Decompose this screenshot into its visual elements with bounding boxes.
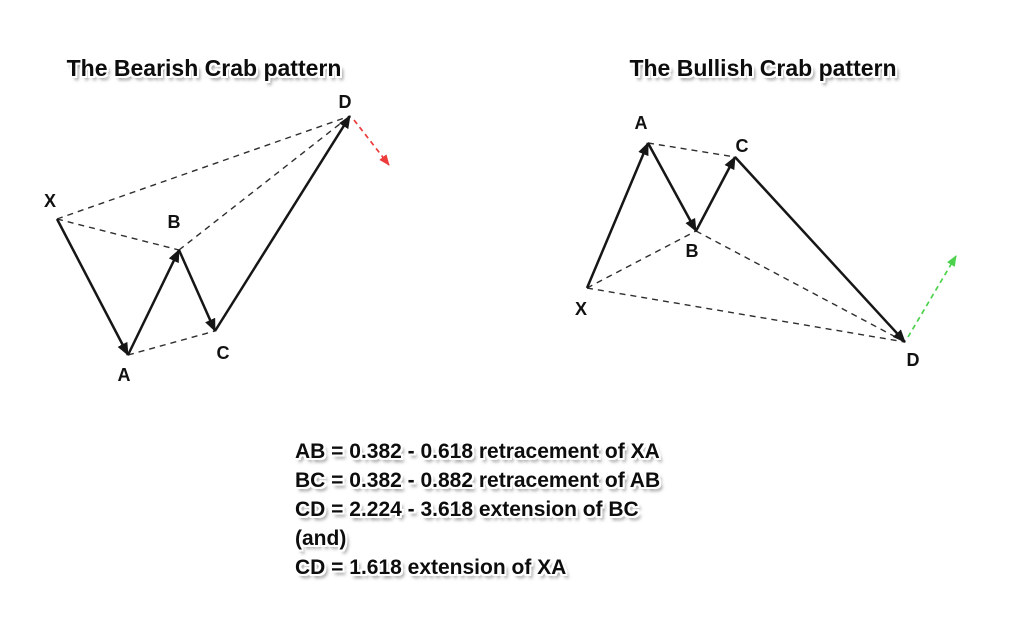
bearish-point-label-D: D xyxy=(338,92,352,112)
bullish-dashed-line-AC xyxy=(647,142,736,158)
bullish-point-label-C: C xyxy=(735,136,749,156)
bearish-crab-title: The Bearish Crab pattern xyxy=(66,55,342,81)
ratio-line-cd-xa: CD = 1.618 extension of XA xyxy=(295,556,567,579)
ratio-line-ab: AB = 0.382 - 0.618 retracement of XA xyxy=(295,440,660,463)
bullish-point-label-D: D xyxy=(906,350,920,370)
bullish-leg-BC xyxy=(694,156,737,232)
bearish-dashed-line-BD xyxy=(178,115,351,251)
ratio-line-cd-bc: CD = 2.224 - 3.618 extension of BC xyxy=(295,498,639,521)
bullish-point-label-A: A xyxy=(634,113,648,133)
ratio-line-bc: BC = 0.382 - 0.882 retracement of AB xyxy=(295,469,661,492)
bearish-leg-XA xyxy=(55,218,130,356)
bearish-leg-CD xyxy=(213,115,352,332)
bearish-dashed-line-XD xyxy=(56,115,351,220)
fibonacci-ratio-rules: AB = 0.382 - 0.618 retracement of XA BC … xyxy=(295,437,660,582)
bullish-point-label-B: B xyxy=(685,241,699,261)
bearish-dashed-line-AC xyxy=(127,330,216,356)
bearish-continuation-arrow xyxy=(353,119,390,166)
bullish-dashed-line-XB xyxy=(586,230,697,289)
bearish-dashed-line-XB xyxy=(56,218,180,251)
bearish-point-label-X: X xyxy=(43,191,57,211)
bullish-leg-XA xyxy=(585,142,650,289)
bullish-crab-title: The Bullish Crab pattern xyxy=(629,55,897,81)
bullish-continuation-arrow xyxy=(907,255,957,338)
bearish-point-label-B: B xyxy=(167,212,181,232)
bearish-leg-BC xyxy=(177,249,217,332)
bullish-dashed-line-BD xyxy=(695,230,906,343)
bullish-leg-CD xyxy=(734,156,906,343)
bearish-point-label-C: C xyxy=(216,343,230,363)
bullish-leg-AB xyxy=(646,142,698,232)
bearish-point-label-A: A xyxy=(117,365,131,385)
ratio-line-and: (and) xyxy=(295,527,347,550)
bearish-leg-AB xyxy=(126,249,181,356)
bullish-point-label-X: X xyxy=(574,299,588,319)
bullish-dashed-line-XD xyxy=(586,287,906,343)
